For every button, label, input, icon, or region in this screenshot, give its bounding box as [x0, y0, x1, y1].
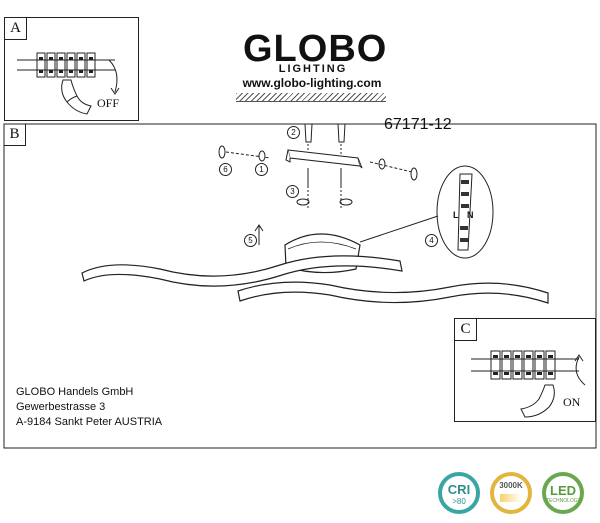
brand-url: www.globo-lighting.com	[242, 76, 382, 90]
panel-a-label: A	[10, 20, 21, 36]
address-line-3: A-9184 Sankt Peter AUSTRIA	[16, 416, 163, 428]
arrow-on-icon	[574, 354, 586, 386]
bracket-icon	[285, 149, 363, 169]
panel-a-state: OFF	[97, 96, 120, 110]
wire-live-label: L	[453, 210, 459, 220]
terminal-block-a	[17, 52, 115, 78]
led-badge: LED TECHNOLOGY	[542, 472, 584, 514]
cri-badge-text: CRI	[447, 482, 471, 497]
step-1-marker: 1	[255, 163, 268, 176]
cri-badge: CRI >80	[438, 472, 480, 514]
hand-icon-a	[61, 79, 92, 115]
screw-icon	[307, 168, 342, 188]
panel-a: A OFF	[4, 17, 139, 121]
wiring-callout	[360, 165, 494, 259]
panel-c-label: C	[460, 321, 471, 337]
led-badge-sub: TECHNOLOGY	[546, 498, 582, 504]
brand-hatch	[236, 93, 386, 102]
panel-c: C ON	[454, 318, 596, 422]
panel-b-tab: B	[4, 124, 26, 146]
step-4-marker: 4	[425, 234, 438, 247]
lamp-drawing	[81, 224, 549, 304]
led-badge-text: LED	[550, 483, 576, 498]
mounting-diagram	[218, 123, 418, 210]
arrow-off-icon	[108, 59, 120, 95]
panel-c-tab: C	[455, 319, 477, 341]
wire-neutral-label: N	[467, 210, 474, 220]
cct-badge: 3000K	[490, 472, 532, 514]
step-2-marker: 2	[287, 126, 300, 139]
brand-name: GLOBO	[243, 28, 388, 70]
model-number: 67171-12	[384, 116, 452, 133]
address-line-1: GLOBO Handels GmbH	[16, 386, 134, 398]
step-3-marker: 3	[286, 185, 299, 198]
terminal-block-c	[471, 350, 579, 380]
wall-plug-icon	[304, 123, 346, 143]
cri-badge-sub: >80	[452, 497, 466, 506]
hand-icon-c	[520, 384, 555, 418]
panel-b-label: B	[9, 126, 20, 142]
brand-sub: LIGHTING	[278, 63, 348, 75]
step-5-marker: 5	[244, 234, 257, 247]
panel-c-state: ON	[563, 395, 581, 409]
address-line-2: Gewerbestrasse 3	[16, 401, 106, 413]
cct-badge-text: 3000K	[499, 481, 523, 490]
cct-gradient	[500, 494, 522, 502]
panel-a-tab: A	[5, 18, 27, 40]
step-6-marker: 6	[219, 163, 232, 176]
